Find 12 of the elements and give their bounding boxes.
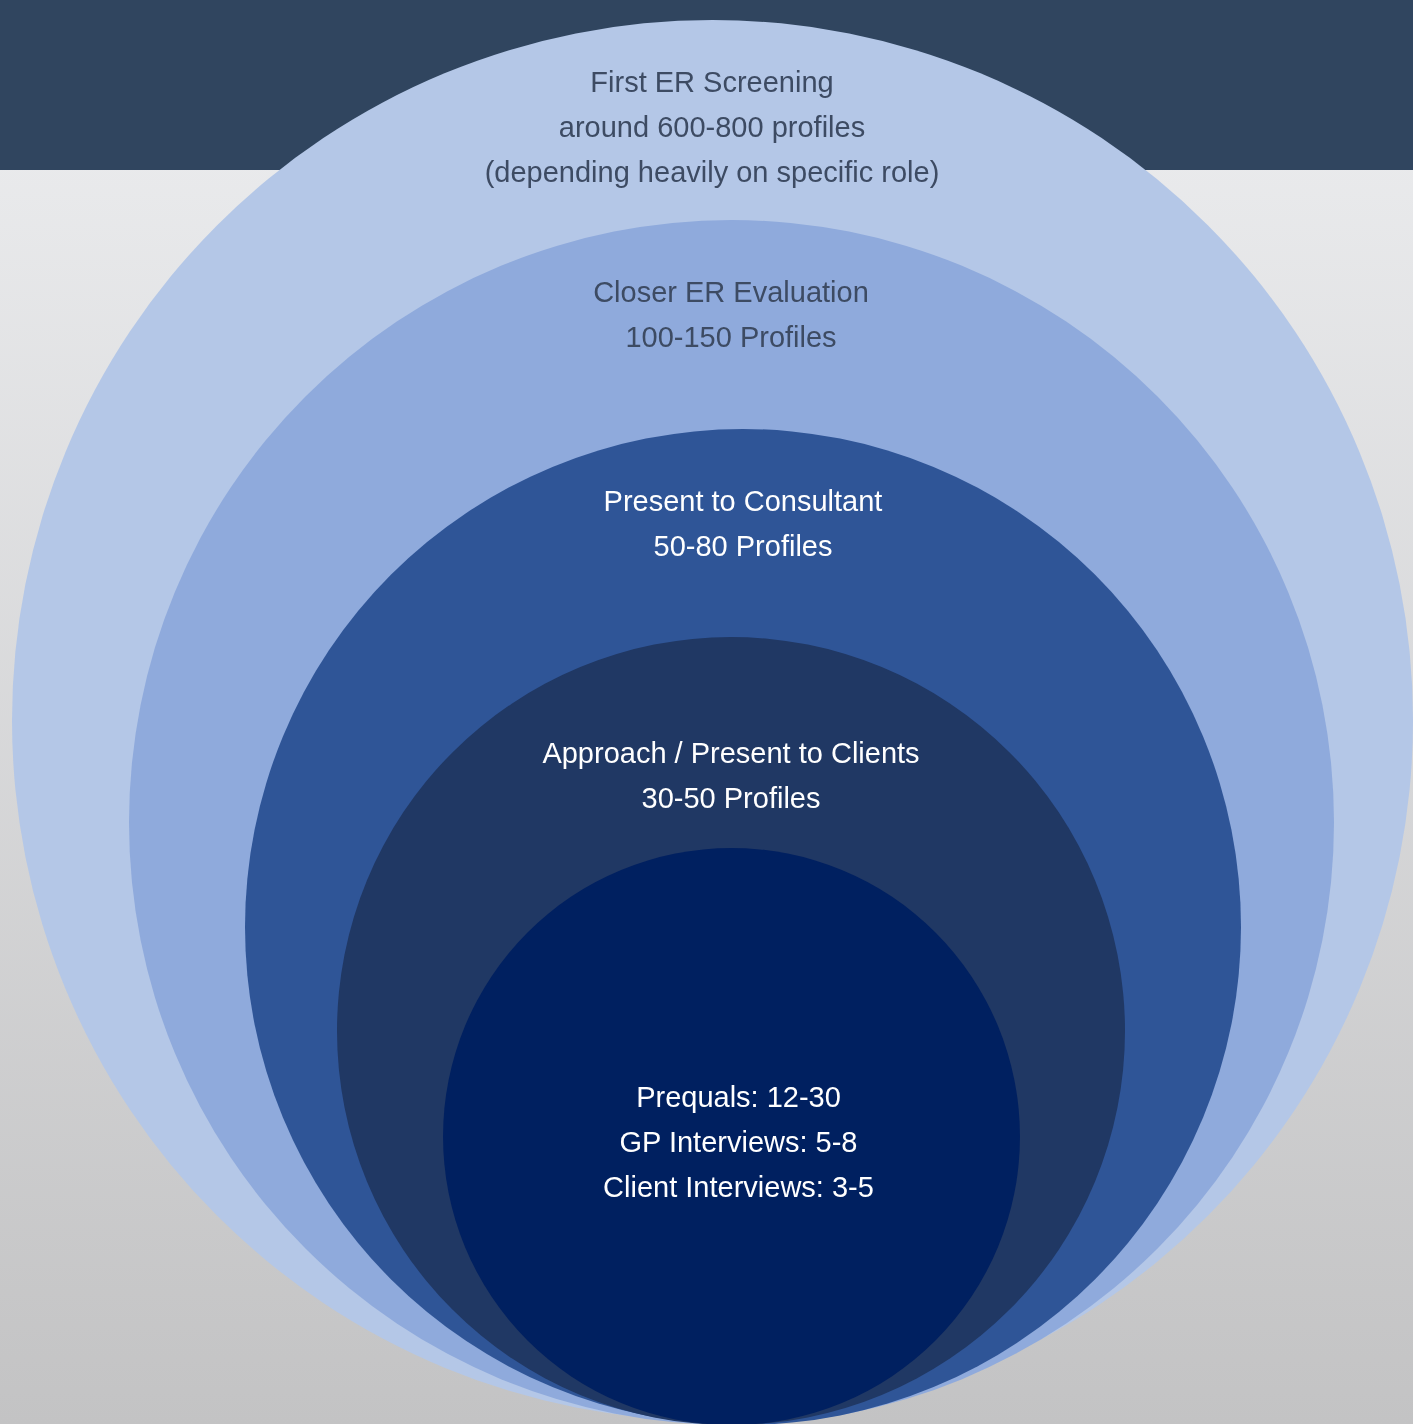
stage-label: around 600-800 profiles xyxy=(558,110,866,145)
stage-label: Prequals: 12-30 xyxy=(636,1080,841,1115)
stage-label: GP Interviews: 5-8 xyxy=(619,1125,858,1160)
stage-label: Approach / Present to Clients xyxy=(542,736,920,771)
stage-label: 30-50 Profiles xyxy=(641,781,821,816)
stage-label: 50-80 Profiles xyxy=(653,529,833,564)
stage-label: (depending heavily on specific role) xyxy=(484,155,940,190)
stage-label: 100-150 Profiles xyxy=(625,320,837,355)
stage-label: Present to Consultant xyxy=(603,484,883,519)
stage-label: Client Interviews: 3-5 xyxy=(603,1170,874,1205)
stage-label: First ER Screening xyxy=(590,65,834,100)
stage-label: Closer ER Evaluation xyxy=(593,275,869,310)
